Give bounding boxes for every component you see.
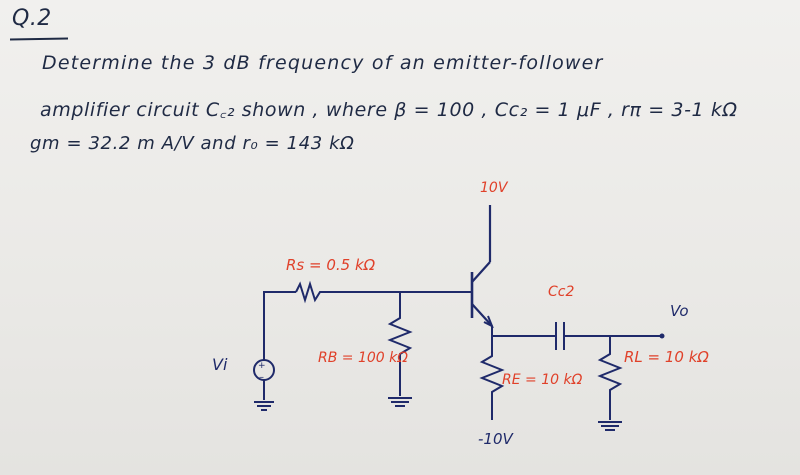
vi-source: + – bbox=[253, 291, 296, 411]
vi-label: Vi bbox=[212, 355, 228, 374]
vo-terminal bbox=[659, 333, 665, 339]
question-line-2: amplifier circuit C꜀₂ shown , where β = … bbox=[40, 99, 738, 121]
cc2-capacitor bbox=[555, 322, 565, 336]
question-line-1: Determine the 3 dB frequency of an emitt… bbox=[42, 52, 604, 74]
svg-text:–: – bbox=[259, 372, 264, 383]
question-line-3: gm = 32.2 m A/V and r₀ = 143 kΩ bbox=[30, 133, 355, 154]
rl-resistor bbox=[597, 336, 623, 420]
vee-label: -10V bbox=[478, 430, 514, 448]
vcc-label: 10V bbox=[480, 180, 509, 196]
svg-text:+: + bbox=[258, 361, 266, 371]
vo-label: Vo bbox=[670, 302, 689, 320]
rs-label: Rs = 0.5 kΩ bbox=[286, 256, 376, 274]
rb-ground-icon bbox=[388, 397, 412, 407]
rl-label: RL = 10 kΩ bbox=[624, 348, 709, 366]
re-resistor bbox=[479, 336, 505, 420]
re-label: RE = 10 kΩ bbox=[502, 372, 583, 388]
emitter-wire bbox=[491, 326, 556, 337]
rl-ground-icon bbox=[598, 421, 622, 431]
question-number: Q.2 bbox=[12, 6, 52, 31]
bjt-transistor bbox=[470, 261, 494, 329]
cc2-label: Cc2 bbox=[548, 284, 574, 300]
rb-resistor bbox=[387, 292, 413, 396]
rs-resistor bbox=[295, 280, 400, 304]
rb-label: RB = 100 kΩ bbox=[318, 350, 408, 366]
